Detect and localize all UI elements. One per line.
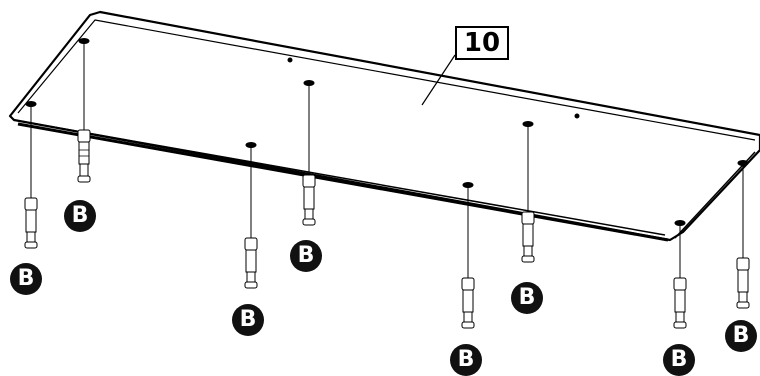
cam-bolt <box>521 211 535 263</box>
cam-bolt <box>302 174 316 226</box>
part-number-label: 10 <box>455 26 509 60</box>
cam-bolt <box>461 277 475 329</box>
fastener-badge: B <box>10 263 42 295</box>
panel <box>8 10 760 242</box>
panel-edge-bottom <box>13 119 666 236</box>
panel-bevel <box>17 19 756 141</box>
cam-bolt <box>673 277 687 329</box>
fastener-badge: B <box>511 282 543 314</box>
fastener-badge: B <box>663 344 695 376</box>
fastener-badge: B <box>450 344 482 376</box>
hole <box>287 57 293 63</box>
fastener-badge: B <box>232 304 264 336</box>
cam-bolt <box>77 129 91 183</box>
panel-edge-thick <box>17 122 669 242</box>
fastener-badge: B <box>64 200 96 232</box>
part-leader-line <box>421 54 456 106</box>
panel-outline <box>8 10 760 242</box>
panel-edge-right <box>674 151 756 239</box>
cam-bolt <box>24 197 38 249</box>
fastener-group <box>24 38 750 329</box>
cam-bolt <box>244 237 258 289</box>
fastener-badge: B <box>290 240 322 272</box>
cam-bolt <box>736 257 750 309</box>
hole <box>574 113 580 119</box>
fastener-badge: B <box>725 320 757 352</box>
